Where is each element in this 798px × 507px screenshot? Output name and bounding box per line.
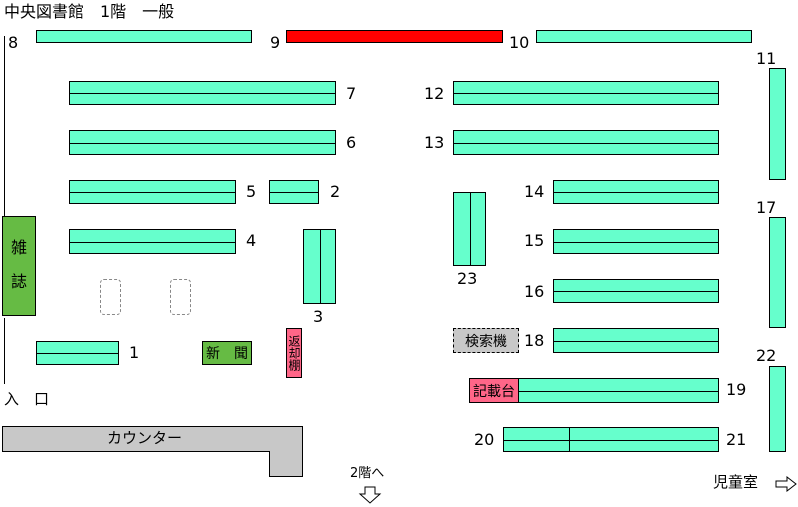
shelf-label-13: 13	[424, 133, 445, 152]
search-terminal[interactable]: 検索機	[453, 328, 519, 353]
shelf-label-19: 19	[726, 380, 747, 399]
children-room-label: 児童室	[713, 473, 759, 491]
shelf-label-18: 18	[524, 331, 545, 350]
magazine-area[interactable]: 雑 誌	[2, 216, 36, 316]
right-arrow-icon[interactable]	[775, 476, 797, 492]
shelf-4[interactable]	[69, 229, 236, 254]
shelf-label-16: 16	[524, 282, 545, 301]
shelf-8[interactable]	[36, 30, 252, 43]
shelf-label-14: 14	[524, 182, 545, 201]
shelf-16[interactable]	[553, 279, 719, 303]
shelf-label-22: 22	[756, 346, 777, 365]
search-terminal-label: 検索機	[465, 333, 507, 350]
shelf-label-10: 10	[509, 33, 530, 52]
return-shelf-label: 返却棚	[287, 335, 301, 371]
shelf-label-21: 21	[726, 430, 747, 449]
shelf-label-12: 12	[424, 84, 445, 103]
shelf-5[interactable]	[69, 180, 236, 204]
shelf-label-9: 9	[270, 33, 281, 52]
shelf-13[interactable]	[453, 130, 719, 155]
shelf-label-6: 6	[346, 133, 357, 152]
shelf-20[interactable]	[503, 427, 570, 452]
shelf-9[interactable]	[286, 30, 503, 43]
shelf-18[interactable]	[553, 328, 719, 353]
shelf-21[interactable]	[569, 427, 719, 452]
wall-left-lower	[4, 318, 5, 384]
shelf-12[interactable]	[453, 81, 719, 105]
shelf-label-11: 11	[756, 49, 777, 68]
shelf-label-2: 2	[330, 182, 341, 201]
shelf-23[interactable]	[453, 192, 486, 266]
entrance-label: 入 口	[4, 390, 50, 408]
counter-desk	[2, 426, 303, 477]
shelf-17[interactable]	[769, 217, 786, 328]
return-shelf[interactable]: 返却棚	[286, 328, 302, 378]
newspaper-area[interactable]: 新 聞	[202, 341, 252, 365]
down-arrow-icon[interactable]	[358, 486, 382, 504]
shelf-22[interactable]	[769, 366, 786, 452]
shelf-6[interactable]	[69, 130, 336, 155]
display-table	[170, 279, 191, 315]
shelf-3[interactable]	[303, 229, 336, 304]
shelf-2[interactable]	[269, 180, 319, 204]
counter-label: カウンター	[107, 429, 183, 447]
shelf-label-15: 15	[524, 231, 545, 250]
shelf-label-20: 20	[474, 430, 495, 449]
magazine-label-1: 雑	[11, 238, 28, 257]
shelf-7[interactable]	[69, 81, 336, 105]
shelf-label-1: 1	[129, 343, 140, 362]
shelf-15[interactable]	[553, 229, 719, 254]
shelf-11[interactable]	[769, 68, 786, 180]
display-table	[100, 279, 121, 315]
shelf-1[interactable]	[36, 341, 119, 365]
shelf-10[interactable]	[536, 30, 752, 43]
writing-desk[interactable]: 記載台	[469, 378, 519, 403]
shelf-label-7: 7	[346, 84, 357, 103]
wall-left-upper	[4, 36, 5, 216]
shelf-label-17: 17	[756, 198, 777, 217]
magazine-label-2: 誌	[11, 272, 28, 291]
newspaper-label: 新 聞	[206, 346, 248, 362]
shelf-label-4: 4	[246, 231, 257, 250]
shelf-14[interactable]	[553, 180, 719, 204]
shelf-label-3: 3	[313, 307, 324, 326]
shelf-label-8: 8	[8, 33, 19, 52]
stairs-label: 2階へ	[350, 466, 385, 481]
writing-desk-label: 記載台	[473, 383, 515, 400]
shelf-label-5: 5	[246, 182, 257, 201]
page-title: 中央図書館 1階 一般	[4, 2, 175, 21]
shelf-label-23: 23	[457, 269, 478, 288]
